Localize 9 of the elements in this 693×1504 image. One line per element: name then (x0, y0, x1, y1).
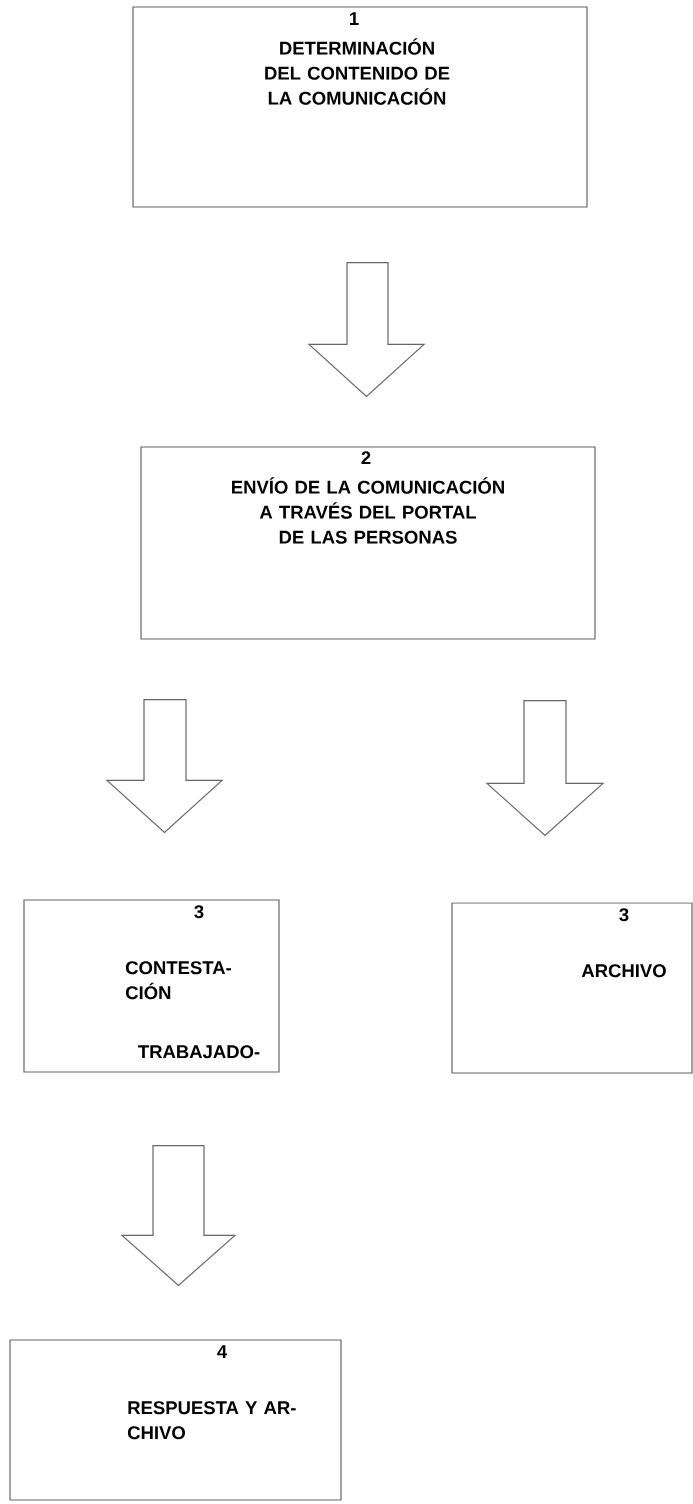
block-arrow (485, 700, 605, 837)
block-arrow (120, 1145, 237, 1287)
process-box: 3 CONTESTA- CIÓN TRABAJADO- (23, 899, 280, 1073)
process-box: 1 DETERMINACIÓN DEL CONTENIDO DE LA COMUNICACIÓN (132, 6, 588, 208)
block-arrow (307, 262, 426, 398)
block-arrow (105, 699, 224, 834)
process-box: 2 ENVÍO DE LA COMUNICACIÓN A TRAVÉS DEL PORTAL DE LAS PERSONAS (140, 446, 596, 640)
process-box: 4 RESPUESTA Y AR- CHIVO (9, 1339, 342, 1501)
process-box: 3 ARCHIVO (451, 902, 693, 1074)
